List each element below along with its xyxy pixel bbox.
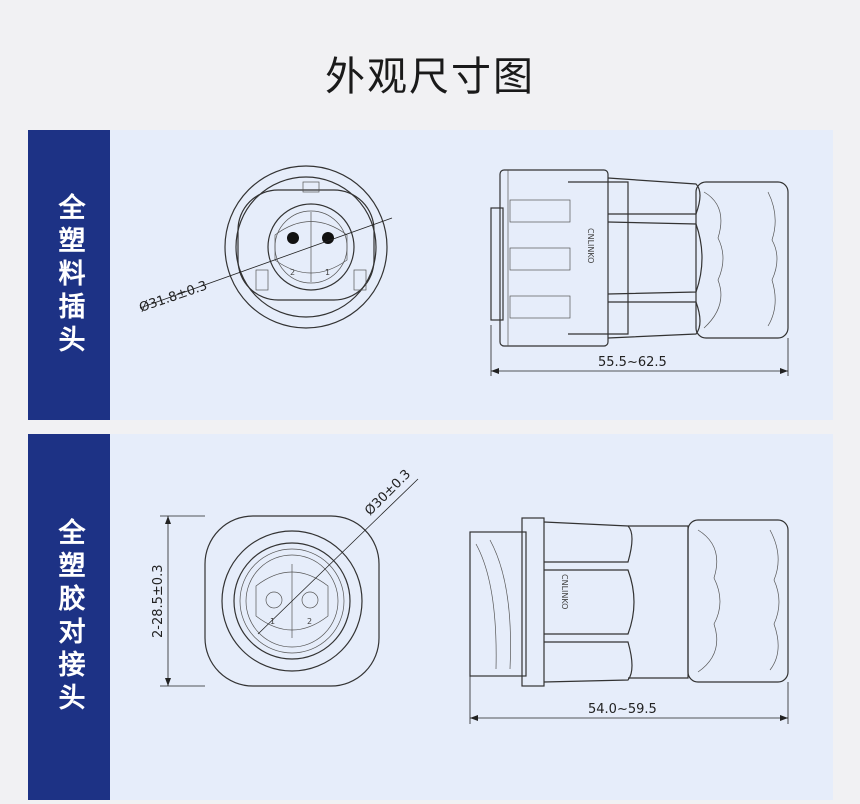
receptacle-side-view: CNLINKO 54.0~59.5 [469,517,789,724]
receptacle-section-label: 全塑胶对接头 [28,434,110,800]
plug-brand-mark: CNLINKO [586,228,595,263]
receptacle-pin-label: 2 [307,617,312,626]
plug-drawing-panel: 全塑料插头 2 1 Ø31.8±0.3 [28,130,833,420]
plug-pin-label: 1 [325,268,330,277]
receptacle-length-dimension: 54.0~59.5 [588,702,657,717]
plug-pin-label: 2 [290,268,295,277]
receptacle-socket-2 [301,591,319,609]
receptacle-front-view: 1 2 Ø30±0.3 2-28.5±0.3 [151,467,419,687]
plug-side-view: CNLINKO 55.5~62.5 [490,169,789,376]
plug-pin-1 [322,232,334,244]
receptacle-pin-label: 1 [270,617,275,626]
plug-front-view: 2 1 Ø31.8±0.3 [137,165,393,329]
plug-diameter-dimension: Ø31.8±0.3 [137,279,209,316]
receptacle-diameter-dimension: Ø30±0.3 [362,467,414,519]
receptacle-socket-1 [265,591,283,609]
plug-pin-2 [287,232,299,244]
plug-length-dimension: 55.5~62.5 [598,355,667,370]
receptacle-brand-mark: CNLINKO [560,574,569,609]
receptacle-drawing-panel: 全塑胶对接头 1 2 Ø30±0.3 2-28.5±0.3 [28,434,833,800]
plug-section-label: 全塑料插头 [28,130,110,420]
plug-technical-drawing: 2 1 Ø31.8±0.3 CNLINKO [137,165,789,376]
receptacle-technical-drawing: 1 2 Ø30±0.3 2-28.5±0.3 CNLI [151,467,789,724]
page-title: 外观尺寸图 [325,54,535,100]
receptacle-height-dimension: 2-28.5±0.3 [151,565,166,638]
